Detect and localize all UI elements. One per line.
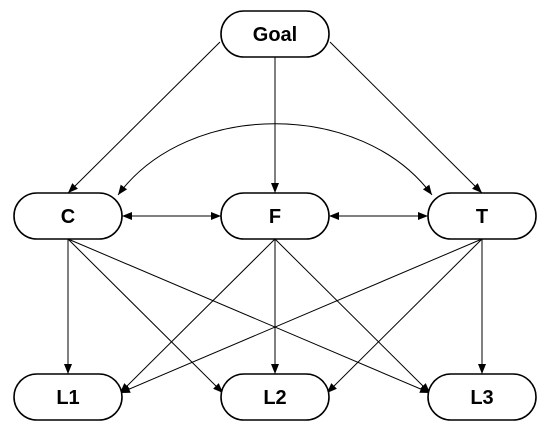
node-l1-shape xyxy=(13,373,123,421)
node-l3-shape xyxy=(427,373,537,421)
node-f-shape xyxy=(220,192,330,240)
edges-layer xyxy=(64,41,486,394)
node-l2-label: L2 xyxy=(263,387,286,409)
node-l3: L3 xyxy=(427,373,537,421)
edge-c-l2 xyxy=(67,238,224,394)
node-l1-label: L1 xyxy=(56,387,79,409)
node-l3-label: L3 xyxy=(470,387,493,409)
edge-goal-c xyxy=(67,41,221,194)
node-goal-shape xyxy=(220,10,330,58)
node-l2-shape xyxy=(220,373,330,421)
node-l1: L1 xyxy=(13,373,123,421)
edge-c-l3 xyxy=(67,238,431,394)
node-t-label: T xyxy=(476,206,488,228)
edge-goal-t xyxy=(329,41,483,194)
node-goal-label: Goal xyxy=(253,24,297,46)
edge-f-l3 xyxy=(274,238,431,394)
node-f: F xyxy=(220,192,330,240)
edge-c-t xyxy=(117,123,433,196)
node-f-label: F xyxy=(269,206,281,228)
node-c: C xyxy=(13,192,123,240)
node-goal: Goal xyxy=(220,10,330,58)
edge-t-l2 xyxy=(326,238,483,394)
node-c-shape xyxy=(13,192,123,240)
edge-t-l1 xyxy=(119,238,483,394)
node-c-label: C xyxy=(61,206,75,228)
node-t-shape xyxy=(427,192,537,240)
node-t: T xyxy=(427,192,537,240)
node-l2: L2 xyxy=(220,373,330,421)
edge-f-l1 xyxy=(119,238,276,394)
